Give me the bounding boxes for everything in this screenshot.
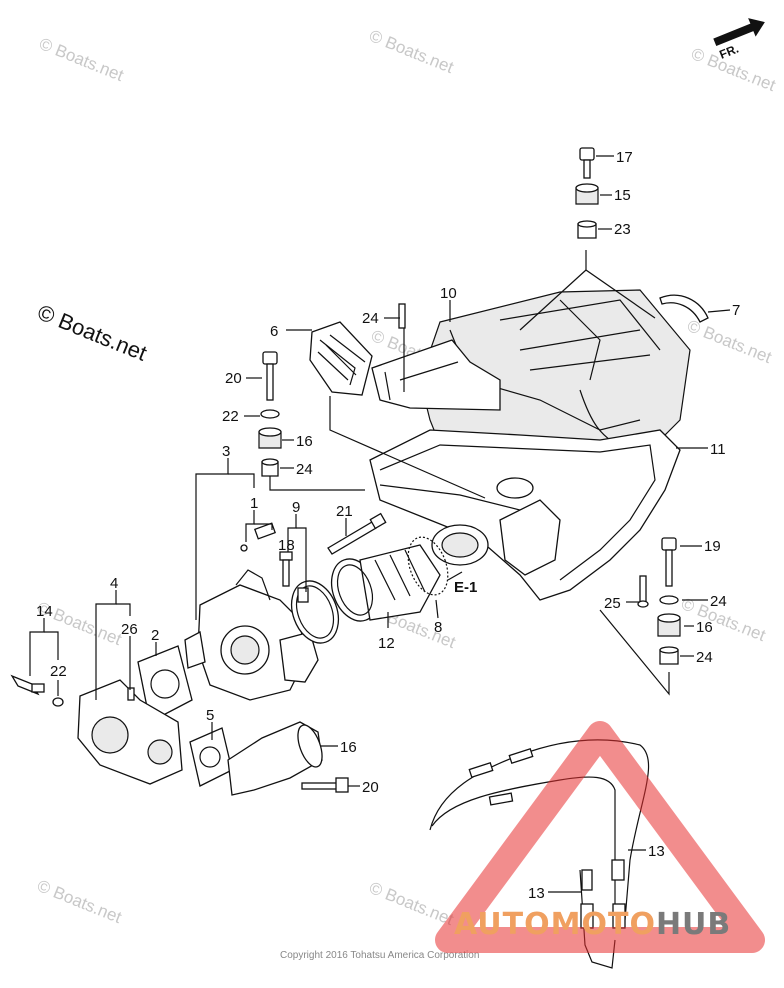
part-label[interactable]: 16 [340, 739, 357, 756]
gasket-2 [137, 645, 193, 723]
part-label[interactable]: 4 [110, 575, 118, 592]
bolt-19 [301, 777, 349, 793]
part-label[interactable]: 22 [50, 663, 67, 680]
part-label[interactable]: 15 [614, 187, 631, 204]
left-mount-hardware [258, 351, 282, 477]
part-label[interactable]: 2 [151, 627, 159, 644]
part-label[interactable]: 19 [704, 538, 721, 555]
part-label[interactable]: 3 [222, 443, 230, 460]
part-label[interactable]: 22 [222, 408, 239, 425]
part-label[interactable]: 13 [528, 885, 545, 902]
part-label[interactable]: 14 [36, 603, 53, 620]
filter-element [309, 321, 373, 396]
part-label[interactable]: 13 [648, 843, 665, 860]
bolt [398, 303, 406, 329]
top-mount-hardware [575, 147, 599, 239]
part-label[interactable]: 24 [296, 461, 313, 478]
watermark-large: © Boats.net [34, 299, 150, 365]
part-label[interactable]: 18 [278, 537, 295, 554]
part-label[interactable]: 20 [225, 370, 242, 387]
watermark: © Boats.net [367, 878, 457, 929]
svg-text:AUTOMOTOHUB: AUTOMOTOHUB [454, 907, 731, 942]
temperature-sensor [10, 674, 45, 696]
spacer-plate-4 [77, 679, 183, 785]
long-bolt [327, 512, 387, 555]
copyright-notice: Copyright 2016 Tohatsu America Corporati… [280, 950, 479, 961]
part-label[interactable]: 8 [434, 619, 442, 636]
o-ring [407, 536, 449, 596]
part-label[interactable]: 6 [270, 323, 278, 340]
part-label[interactable]: 24 [362, 310, 379, 327]
part-label[interactable]: 24 [710, 593, 727, 610]
part-label[interactable]: 1 [250, 495, 258, 512]
part-label[interactable]: 12 [378, 635, 395, 652]
part-label[interactable]: 20 [362, 779, 379, 796]
hose-part [659, 294, 709, 323]
part-label[interactable]: 16 [696, 619, 713, 636]
part-label[interactable]: 10 [440, 285, 457, 302]
part-label[interactable]: 17 [616, 149, 633, 166]
right-mount-hardware [637, 537, 681, 665]
washer [52, 697, 64, 707]
part-label[interactable]: 24 [696, 649, 713, 666]
pin [127, 687, 135, 701]
watermark: © Boats.net [685, 316, 775, 367]
part-label[interactable]: 5 [206, 707, 214, 724]
elbow-pipe [227, 721, 323, 796]
fr-label: FR. [717, 42, 740, 62]
watermark: © Boats.net [367, 26, 457, 77]
throttle-body [184, 569, 319, 701]
logo-text-primary: AUTOMOTO [454, 907, 656, 942]
part-label[interactable]: 26 [121, 621, 138, 638]
gasket-5 [189, 727, 233, 787]
part-label[interactable]: 11 [710, 441, 726, 458]
logo-text-secondary: HUB [656, 907, 731, 942]
reference-label[interactable]: E-1 [454, 579, 477, 596]
brand-logo: AUTOMOTOHUB [435, 721, 765, 953]
intake-hose [330, 544, 441, 622]
part-label[interactable]: 23 [614, 221, 631, 238]
front-direction-indicator: FR. [713, 18, 765, 62]
intake-manifold-base [369, 429, 681, 601]
part-label[interactable]: 25 [604, 595, 621, 612]
part-label[interactable]: 9 [292, 499, 300, 516]
bolt-18 [279, 551, 293, 587]
part-label[interactable]: 16 [296, 433, 313, 450]
throttle-sensor [240, 522, 277, 552]
logo-triangle [435, 721, 765, 953]
part-label[interactable]: 21 [336, 503, 353, 520]
part-label[interactable]: 7 [732, 302, 740, 319]
watermark: © Boats.net [35, 876, 125, 927]
leader-lines [29, 155, 731, 893]
part-labels: 17 15 23 7 10 6 24 11 20 22 16 24 3 1 9 … [36, 149, 740, 902]
watermark: © Boats.net [37, 34, 127, 85]
